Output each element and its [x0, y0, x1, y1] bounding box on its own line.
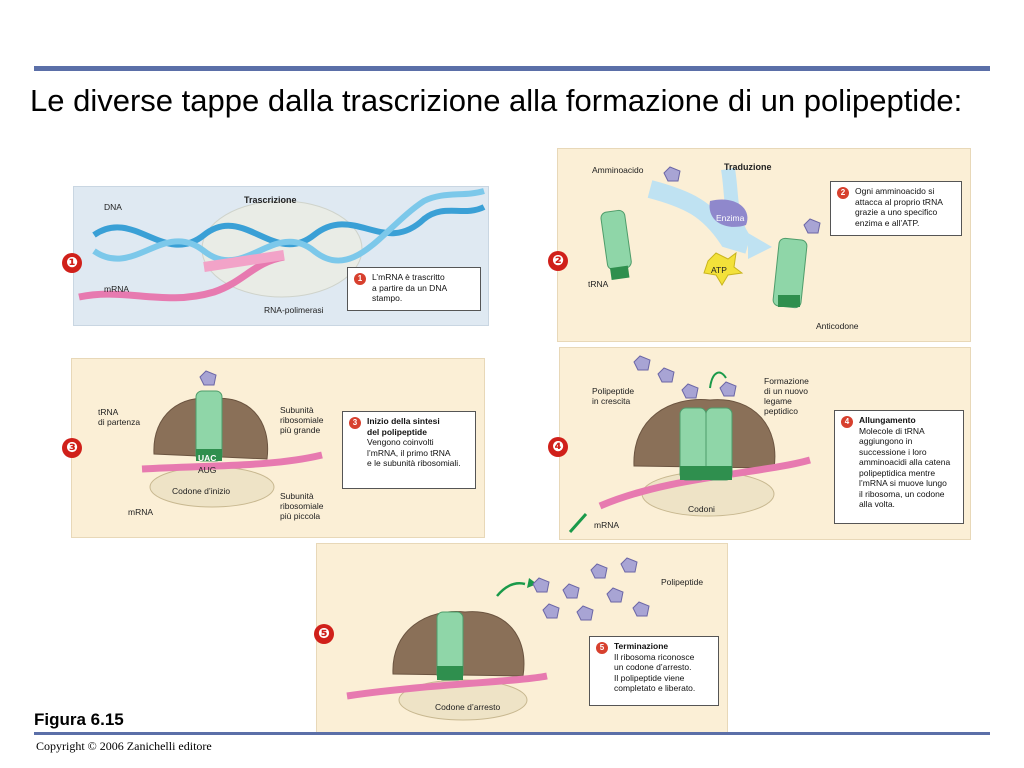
anticodon-label: Anticodone: [816, 321, 859, 331]
slide-title: Le diverse tappe dalla trascrizione alla…: [30, 83, 963, 118]
codons-label: Codoni: [688, 504, 715, 514]
aminoacid-label: Amminoacido: [592, 165, 644, 175]
transcription-illustration: [78, 188, 486, 302]
small-subunit-label: Subunità ribosomiale più piccola: [280, 491, 324, 521]
copyright-text: Copyright © 2006 Zanichelli editore: [36, 739, 212, 753]
top-rule: [34, 66, 990, 71]
step-2-number: 2: [837, 187, 849, 199]
anticodon-sequence: UAC: [198, 453, 217, 463]
mrna-label: mRNA: [594, 520, 620, 530]
panel-translation: Amminoacido Traduzione Enzima ATP tRNA A…: [557, 148, 971, 342]
panel-transcription: DNA Trascrizione mRNA RNA-polimerasi 1 L…: [73, 186, 489, 326]
growing-polypeptide-label: Polipeptide in crescita: [592, 386, 635, 406]
figure-label: Figura 6.15: [34, 710, 124, 729]
elongation-illustration: [568, 355, 811, 533]
atp-label: ATP: [711, 265, 727, 275]
step-marker-4: ❹: [548, 437, 568, 457]
step-5-box: 5 Terminazione Il ribosoma riconosce un …: [589, 636, 719, 706]
translation-heading: Traduzione: [724, 162, 772, 172]
transcription-heading: Trascrizione: [244, 195, 297, 205]
codon-sequence: AUG: [198, 465, 217, 475]
mrna-label: mRNA: [104, 284, 130, 294]
step-1-text: L’mRNA è trascritto a partire da un DNA …: [372, 272, 448, 303]
large-subunit-label: Subunità ribosomiale più grande: [280, 405, 324, 435]
enzyme-label: Enzima: [716, 213, 745, 223]
stop-codon-label: Codone d’arresto: [435, 702, 501, 712]
step-4-text: Molecole di tRNA aggiungono in successio…: [859, 425, 951, 510]
step-marker-1: ❶: [62, 253, 82, 273]
peptide-bond-label: Formazione di un nuovo legame peptidico: [764, 376, 809, 416]
panel-elongation: Polipeptide in crescita Formazione di un…: [559, 347, 971, 540]
initiation-illustration: [141, 370, 323, 508]
mrna-label: mRNA: [128, 507, 154, 517]
step-4-title: Allungamento: [859, 415, 916, 425]
termination-illustration: [346, 557, 650, 721]
step-2-box: 2 Ogni amminoacido si attacca al proprio…: [830, 181, 962, 236]
start-trna-label: tRNA di partenza: [98, 407, 141, 427]
step-3-text: Vengono coinvolti l’mRNA, il primo tRNA …: [367, 437, 461, 468]
step-3-title: Inizio della sintesi del polipeptide: [367, 416, 440, 437]
step-5-title: Terminazione: [614, 641, 669, 651]
step-2-text: Ogni amminoacido si attacca al proprio t…: [855, 186, 943, 228]
step-3-number: 3: [349, 417, 361, 429]
polypeptide-label: Polipeptide: [661, 577, 704, 587]
polymerase-label: RNA-polimerasi: [264, 305, 324, 315]
step-marker-5: ❺: [314, 624, 334, 644]
step-5-text: Il ribosoma riconosce un codone d’arrest…: [614, 651, 696, 694]
bottom-rule: [34, 732, 990, 735]
panel-termination: Polipeptide Codone d’arresto 5 Terminazi…: [316, 543, 728, 734]
step-marker-2: ❷: [548, 251, 568, 271]
step-1-box: 1 L’mRNA è trascritto a partire da un DN…: [347, 267, 481, 311]
step-5-number: 5: [596, 642, 608, 654]
step-1-number: 1: [354, 273, 366, 285]
step-marker-3: ❸: [62, 438, 82, 458]
translation-illustration: [600, 166, 821, 309]
dna-label: DNA: [104, 202, 122, 212]
trna-label: tRNA: [588, 279, 609, 289]
panel-initiation: tRNA di partenza Subunità ribosomiale pi…: [71, 358, 485, 538]
step-4-box: 4 Allungamento Molecole di tRNA aggiungo…: [834, 410, 964, 524]
step-4-number: 4: [841, 416, 853, 428]
step-3-box: 3 Inizio della sintesi del polipeptide V…: [342, 411, 476, 489]
start-codon-label: Codone d’inizio: [172, 486, 231, 496]
